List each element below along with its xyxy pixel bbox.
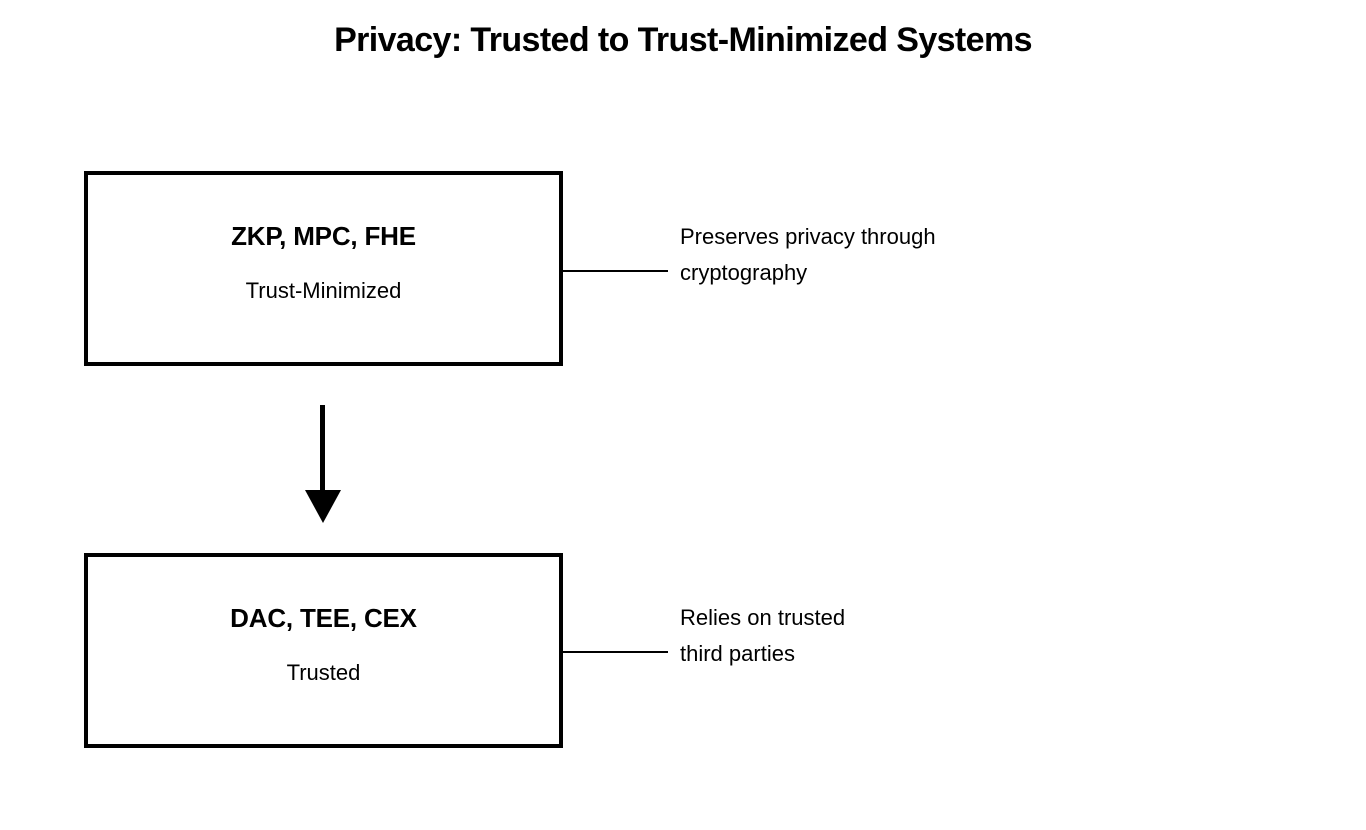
page-title: Privacy: Trusted to Trust-Minimized Syst… (334, 21, 1032, 59)
node-box-trusted[interactable]: DAC, TEE, CEX Trusted (84, 553, 563, 748)
annotation-trusted-line-1: Relies on trusted (680, 605, 846, 630)
node-subtitle-trust-minimized: Trust-Minimized (245, 278, 402, 303)
arrow-down-icon-svg (305, 405, 341, 523)
node-title-trusted: DAC, TEE, CEX (230, 603, 417, 633)
leader-line-trust-minimized (563, 270, 668, 272)
annotation-trusted-line-2: third parties (680, 641, 795, 666)
annotation-trust-minimized: Preserves privacy through cryptography (680, 219, 1080, 291)
annotation-trust-minimized-line-2: cryptography (680, 260, 808, 285)
node-title-trust-minimized: ZKP, MPC, FHE (231, 221, 416, 251)
leader-line-trusted (563, 651, 668, 653)
node-subtitle-trusted: Trusted (286, 660, 361, 685)
node-box-trust-minimized[interactable]: ZKP, MPC, FHE Trust-Minimized (84, 171, 563, 366)
arrow-down-icon (303, 405, 343, 525)
annotation-trusted: Relies on trusted third parties (680, 600, 1080, 672)
annotation-trust-minimized-line-1: Preserves privacy through (680, 224, 936, 249)
